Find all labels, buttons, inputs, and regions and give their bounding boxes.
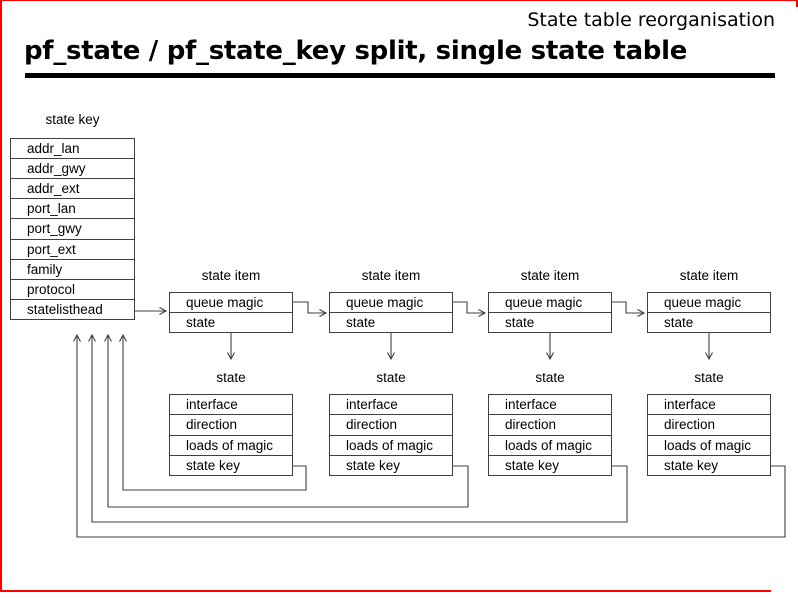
state-item-row: queue magic [505,295,583,310]
state-row: interface [186,397,238,413]
slide-frame-right [796,0,798,7]
state-key-row: addr_ext [11,178,134,198]
state-box-label: state [694,370,724,385]
state-box: interface direction loads of magic state… [488,394,612,476]
state-item-label: state item [679,268,739,283]
state-row: loads of magic [648,434,770,455]
slide-frame-top [0,0,798,1]
state-item-row: state [489,312,611,332]
state-item-row: state [648,312,770,332]
state-item-label: state item [201,268,261,283]
state-box: interface direction loads of magic state… [169,394,293,476]
state-item-row: queue magic [664,295,742,310]
state-item-row: queue magic [186,295,264,310]
state-item-row: state [330,312,452,332]
state-row: loads of magic [330,434,452,455]
state-row: interface [664,397,716,413]
state-item-label: state item [520,268,580,283]
state-key-row: family [11,258,134,279]
state-item-row: state [170,312,292,332]
state-item-box: queue magic state [169,292,293,333]
state-item-label: state item [361,268,421,283]
state-row: interface [346,397,398,413]
slide-frame-bottom [0,590,771,592]
state-key-row: port_gwy [11,218,134,238]
slide-frame-left [0,0,2,592]
arrow-item1-to-item2 [293,301,328,317]
state-key-row: protocol [11,278,134,299]
state-row-state-key: state key [330,454,452,475]
state-key-row: addr_lan [27,141,80,157]
state-box-label: state [376,370,406,385]
state-box-label: state [535,370,565,385]
state-item-box: queue magic state [329,292,453,333]
state-row: direction [330,414,452,434]
state-row-state-key: state key [489,454,611,475]
title-underline [25,73,775,78]
state-item-box: queue magic state [488,292,612,333]
state-box-label: state [216,370,246,385]
state-row: direction [489,414,611,434]
page-title: pf_state / pf_state_key split, single st… [24,36,688,66]
state-key-row: port_ext [11,238,134,259]
state-item-row: queue magic [346,295,424,310]
state-row: direction [170,414,292,434]
state-row-state-key: state key [648,454,770,475]
state-box: interface direction loads of magic state… [329,394,453,476]
state-row: direction [648,414,770,434]
state-row: loads of magic [489,434,611,455]
state-row-state-key: state key [170,454,292,475]
state-key-row: port_lan [11,198,134,218]
arrow-item2-to-item3 [453,301,487,317]
state-row: interface [505,397,557,413]
state-item-box: queue magic state [647,292,771,333]
state-key-row: addr_gwy [11,158,134,178]
state-key-row-statelisthead: statelisthead [11,298,134,319]
state-key-table-label: state key [45,112,100,127]
state-key-table: addr_lan addr_gwy addr_ext port_lan port… [10,138,135,320]
state-row: loads of magic [170,434,292,455]
slide-series-title: State table reorganisation [527,9,775,31]
arrow-item3-to-item4 [612,301,646,317]
state-box: interface direction loads of magic state… [647,394,771,476]
